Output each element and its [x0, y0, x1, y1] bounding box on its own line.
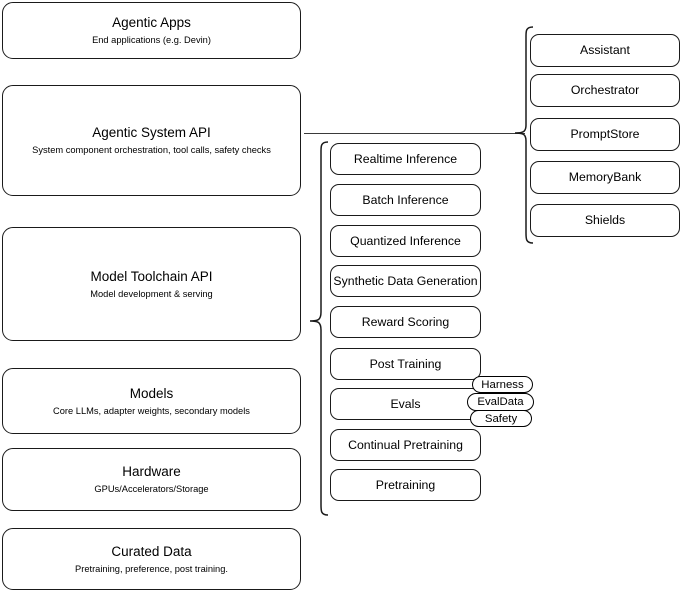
component-label: Reward Scoring	[361, 314, 450, 329]
component-box-post-training[interactable]: Post Training	[330, 348, 481, 380]
component-label: Batch Inference	[362, 192, 449, 207]
layer-title: Agentic System API	[92, 125, 211, 140]
pill-harness[interactable]: Harness	[472, 376, 533, 393]
component-box-realtime-inference[interactable]: Realtime Inference	[330, 143, 481, 175]
component-label: PromptStore	[570, 127, 640, 141]
component-box-assistant[interactable]: Assistant	[530, 34, 680, 67]
component-box-continual-pretraining[interactable]: Continual Pretraining	[330, 429, 481, 461]
pill-label: Safety	[484, 412, 518, 425]
layer-title: Models	[129, 385, 174, 401]
component-label: MemoryBank	[568, 170, 642, 184]
component-box-pretraining[interactable]: Pretraining	[330, 469, 481, 501]
component-box-orchestrator[interactable]: Orchestrator	[530, 74, 680, 107]
layer-subtitle: System component orchestration, tool cal…	[32, 145, 271, 155]
component-box-batch-inference[interactable]: Batch Inference	[330, 184, 481, 216]
component-box-shields[interactable]: Shields	[530, 204, 680, 237]
brace-model-toolchain	[309, 141, 329, 516]
layer-box-curated-data[interactable]: Curated Data Pretraining, preference, po…	[2, 528, 301, 590]
layer-title: Model Toolchain API	[90, 268, 213, 284]
pill-evaldata[interactable]: EvalData	[467, 393, 534, 411]
brace-agentic-components	[514, 26, 534, 244]
layer-subtitle: GPUs/Accelerators/Storage	[94, 484, 209, 494]
layer-subtitle: Model development & serving	[90, 288, 213, 299]
layer-box-models[interactable]: Models Core LLMs, adapter weights, secon…	[2, 368, 301, 434]
layer-box-agentic-system-api[interactable]: Agentic System API System component orch…	[2, 85, 301, 196]
component-label: Orchestrator	[570, 83, 640, 97]
component-label: Assistant	[580, 43, 630, 57]
pill-safety[interactable]: Safety	[470, 410, 532, 427]
component-box-reward-scoring[interactable]: Reward Scoring	[330, 306, 481, 338]
component-label: Synthetic Data Generation	[333, 273, 478, 288]
component-box-synthetic-data-generation[interactable]: Synthetic Data Generation	[330, 265, 481, 297]
component-box-quantized-inference[interactable]: Quantized Inference	[330, 225, 481, 257]
component-box-promptstore[interactable]: PromptStore	[530, 118, 680, 151]
pill-label: Harness	[481, 378, 524, 391]
component-box-evals[interactable]: Evals	[330, 388, 481, 420]
layer-subtitle: Pretraining, preference, post training.	[75, 563, 228, 574]
layer-box-agentic-apps[interactable]: Agentic Apps End applications (e.g. Devi…	[2, 2, 301, 59]
pill-label: EvalData	[477, 396, 524, 408]
component-label: Post Training	[369, 356, 442, 371]
layer-title: Agentic Apps	[112, 15, 191, 30]
layer-box-model-toolchain-api[interactable]: Model Toolchain API Model development & …	[2, 227, 301, 341]
component-label: Continual Pretraining	[348, 437, 463, 452]
layer-subtitle: Core LLMs, adapter weights, secondary mo…	[53, 405, 250, 416]
layer-title: Hardware	[122, 464, 181, 479]
component-label: Realtime Inference	[353, 151, 458, 166]
layer-box-hardware[interactable]: Hardware GPUs/Accelerators/Storage	[2, 448, 301, 511]
layer-title: Curated Data	[111, 543, 192, 559]
component-label: Quantized Inference	[350, 233, 461, 248]
connector-line-agentic-system-api	[304, 133, 525, 135]
component-label: Pretraining	[375, 477, 436, 492]
layer-subtitle: End applications (e.g. Devin)	[92, 35, 211, 45]
component-label: Evals	[390, 396, 421, 411]
component-label: Shields	[584, 213, 626, 227]
component-box-memorybank[interactable]: MemoryBank	[530, 161, 680, 194]
